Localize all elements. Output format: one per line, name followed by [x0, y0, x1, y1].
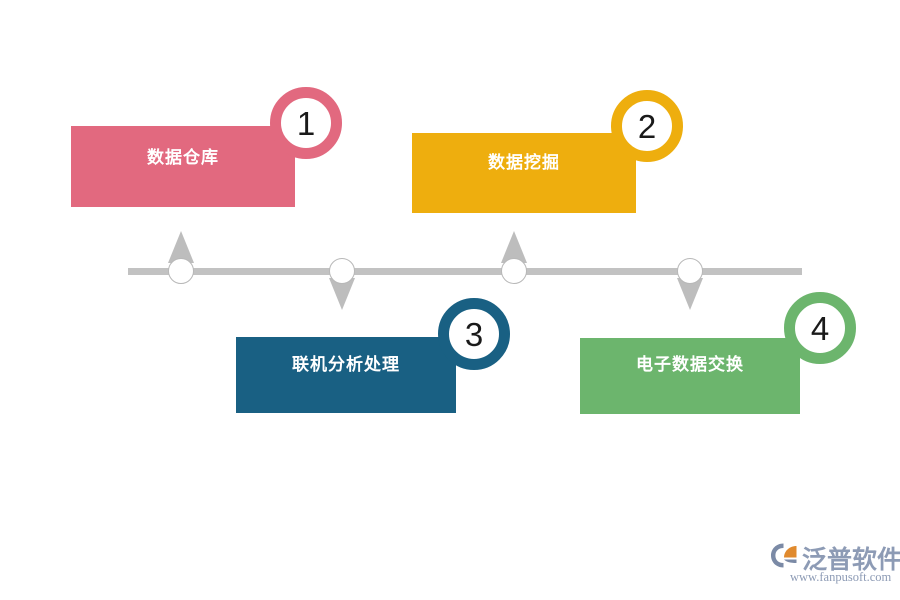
- step-label-4: 电子数据交换: [636, 355, 744, 374]
- step-box-4[interactable]: 电子数据交换: [580, 338, 800, 414]
- step-box-1[interactable]: 数据仓库: [71, 126, 295, 207]
- timeline-node-4[interactable]: [677, 258, 703, 284]
- step-label-2: 数据挖掘: [488, 153, 560, 172]
- timeline-axis: [128, 268, 802, 275]
- step-number-3: 3: [464, 315, 484, 353]
- logo-wordmark: 泛普软件: [802, 545, 900, 574]
- step-number-2: 2: [637, 107, 657, 145]
- brand-logo[interactable]: 泛普软件 www.fanpusoft.com: [770, 540, 900, 586]
- step-number-4: 4: [810, 309, 830, 347]
- step-box-2[interactable]: 数据挖掘: [412, 133, 636, 213]
- connector-arrow-up-1: [168, 231, 194, 263]
- timeline-node-2[interactable]: [329, 258, 355, 284]
- step-box-3[interactable]: 联机分析处理: [236, 337, 456, 413]
- logo-url: www.fanpusoft.com: [790, 570, 892, 584]
- step-number-1: 1: [296, 104, 316, 142]
- step-badge-1[interactable]: 1: [270, 87, 342, 159]
- step-badge-2[interactable]: 2: [611, 90, 683, 162]
- step-badge-4[interactable]: 4: [784, 292, 856, 364]
- connector-arrow-up-3: [501, 231, 527, 263]
- timeline-node-3[interactable]: [501, 258, 527, 284]
- step-label-3: 联机分析处理: [292, 355, 400, 374]
- step-label-1: 数据仓库: [147, 148, 219, 167]
- step-badge-3[interactable]: 3: [438, 298, 510, 370]
- fanpu-c-mark-icon: [771, 543, 797, 568]
- timeline-node-1[interactable]: [168, 258, 194, 284]
